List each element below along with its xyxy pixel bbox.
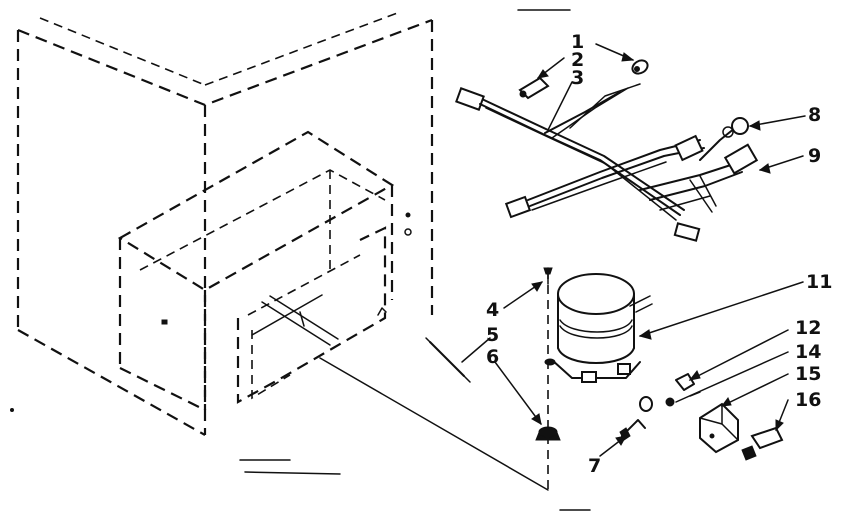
part-12-clip — [675, 373, 695, 391]
cabinet-small-marks — [161, 212, 412, 325]
leader-lines — [461, 43, 806, 457]
part-7-clip — [619, 396, 653, 441]
callout-4: 4 — [486, 299, 499, 321]
compartment-opening — [236, 226, 387, 404]
callout-11: 11 — [806, 271, 832, 293]
part-15-relay — [699, 402, 739, 454]
part-1-connector — [631, 59, 649, 75]
machine-compartment-box — [117, 130, 395, 411]
wiring-harness — [455, 83, 759, 242]
cabinet-outline — [16, 11, 434, 436]
part-5-capillary — [425, 337, 471, 383]
part-6-grommet — [535, 426, 561, 441]
callout-3: 3 — [571, 67, 584, 89]
harness-plug-right — [673, 222, 701, 242]
harness-plug-bottom — [504, 195, 532, 219]
callout-16: 16 — [795, 389, 821, 411]
callout-5: 5 — [486, 324, 499, 346]
part-16-overload — [741, 426, 784, 461]
callout-9: 9 — [808, 145, 821, 167]
harness-plug-left — [455, 87, 485, 111]
leader-line-compartment — [319, 357, 549, 491]
callout-1: 1 — [571, 31, 584, 53]
callout-12: 12 — [795, 317, 821, 339]
callout-6: 6 — [486, 346, 499, 368]
callout-2: 2 — [571, 49, 584, 71]
callout-labels: 1 2 3 4 5 6 7 8 9 11 12 14 15 16 — [486, 31, 832, 477]
compressor — [544, 273, 653, 383]
callout-7: 7 — [588, 455, 601, 477]
callout-14: 14 — [795, 341, 821, 363]
part-4-bolt — [543, 267, 553, 285]
scan-artifacts — [10, 9, 591, 511]
part-8-connector — [722, 117, 749, 138]
part-2-terminal — [518, 76, 550, 100]
callout-8: 8 — [808, 104, 821, 126]
callout-15: 15 — [795, 363, 821, 385]
